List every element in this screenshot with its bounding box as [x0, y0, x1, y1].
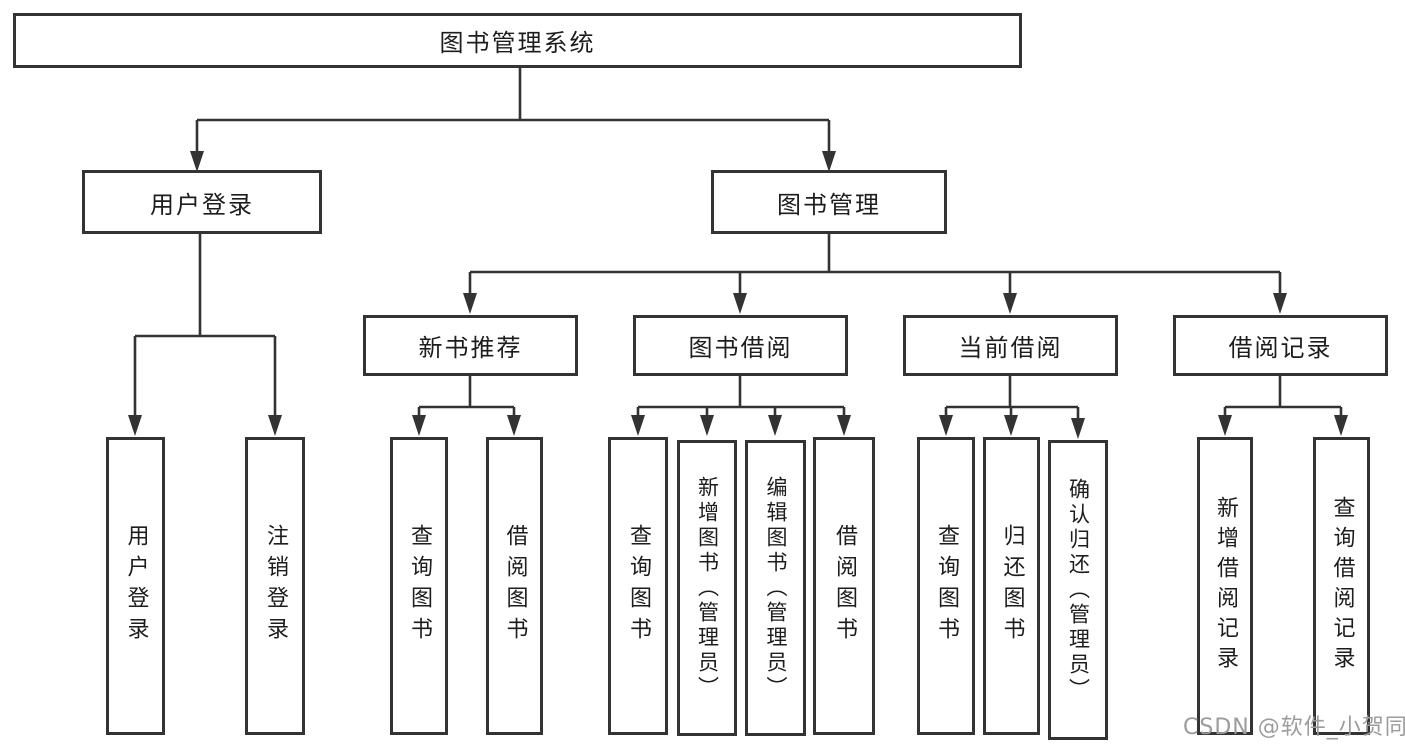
leaf-user-login: 用户登录: [106, 437, 165, 735]
node-book-borrow: 图书借阅: [633, 315, 848, 376]
leaf-confirm-return-admin: 确认归还（管理员）: [1048, 440, 1108, 740]
leaf-logout-label: 注销登录: [263, 524, 288, 648]
node-root: 图书管理系统: [13, 13, 1022, 68]
leaf-return-book: 归还图书: [983, 437, 1040, 735]
leaf-confirm-return-admin-label: 确认归还（管理员）: [1066, 477, 1091, 703]
leaf-query-borrow-record: 查询借阅记录: [1313, 437, 1370, 735]
node-user-login-label: 用户登录: [150, 190, 254, 219]
leaf-edit-book-admin-label: 编辑图书（管理员）: [764, 475, 788, 701]
leaf-borrow-books-label: 借阅图书: [832, 524, 857, 648]
node-current-borrow-label: 当前借阅: [958, 334, 1063, 362]
leaf-borrow-books-recommend: 借阅图书: [486, 437, 543, 735]
connector-root-to-level2: [195, 68, 831, 152]
leaf-user-login-label: 用户登录: [123, 524, 149, 648]
leaf-query-books-current: 查询图书: [917, 437, 975, 735]
arrowheads-borrow-records-leaves: [1218, 415, 1348, 436]
leaf-query-books-current-label: 查询图书: [934, 524, 959, 648]
leaf-query-books-borrow-label: 查询图书: [626, 524, 651, 648]
connector-user-login-branch: [133, 234, 277, 416]
leaf-add-book-admin-label: 新增图书（管理员）: [695, 475, 720, 701]
connector-current-borrow-branch: [944, 376, 1080, 419]
arrowheads-level2: [190, 151, 836, 172]
leaf-borrow-books-recommend-label: 借阅图书: [502, 524, 528, 648]
node-current-borrow: 当前借阅: [903, 315, 1118, 376]
leaf-add-book-admin: 新增图书（管理员）: [677, 440, 737, 736]
node-book-borrow-label: 图书借阅: [688, 334, 793, 362]
arrowheads-book-borrow-leaves: [631, 415, 851, 436]
connector-new-book-branch: [417, 376, 516, 416]
leaf-query-books-borrow: 查询图书: [608, 437, 668, 735]
node-borrow-records: 借阅记录: [1173, 315, 1388, 376]
leaf-query-books-recommend: 查询图书: [390, 437, 448, 735]
arrowheads-level3: [463, 293, 1287, 314]
arrowheads-new-book-leaves: [412, 415, 521, 436]
connector-borrow-records-branch: [1223, 376, 1343, 416]
leaf-query-books-recommend-label: 查询图书: [407, 524, 432, 648]
connector-book-mgmt-to-level3: [468, 234, 1282, 294]
leaf-borrow-books: 借阅图书: [813, 437, 875, 735]
node-new-book-recommend: 新书推荐: [363, 315, 578, 376]
node-book-management-label: 图书管理: [777, 190, 881, 219]
watermark: CSDN @软件_小贺同学: [1183, 715, 1405, 740]
node-user-login: 用户登录: [82, 170, 322, 234]
connector-book-borrow-branch: [636, 376, 846, 416]
arrowheads-current-borrow-leaves: [939, 415, 1085, 439]
arrowheads-user-login-leaves: [128, 415, 282, 436]
leaf-edit-book-admin: 编辑图书（管理员）: [745, 440, 806, 736]
leaf-add-borrow-record: 新增借阅记录: [1197, 437, 1253, 735]
leaf-logout: 注销登录: [245, 437, 305, 735]
leaf-add-borrow-record-label: 新增借阅记录: [1213, 496, 1238, 676]
leaf-return-book-label: 归还图书: [999, 524, 1025, 648]
leaf-query-borrow-record-label: 查询借阅记录: [1329, 496, 1355, 676]
node-book-management: 图书管理: [711, 170, 947, 234]
node-root-label: 图书管理系统: [439, 29, 596, 57]
node-new-book-recommend-label: 新书推荐: [418, 334, 523, 362]
node-borrow-records-label: 借阅记录: [1228, 334, 1333, 362]
